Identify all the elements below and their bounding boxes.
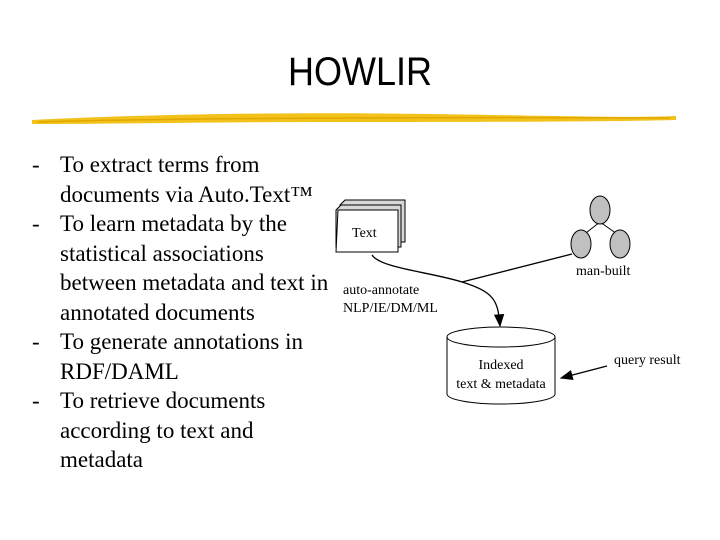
auto-annotate-methods-label: NLP/IE/DM/ML	[343, 301, 438, 316]
bullet-text: To learn metadata by the statistical ass…	[60, 211, 329, 325]
man-built-connector	[461, 253, 573, 283]
database-icon	[446, 326, 556, 405]
auto-annotate-label: auto-annotate	[343, 283, 420, 298]
bullet-dash: -	[32, 329, 40, 354]
bullet-item: -To generate annotations in RDF/DAML	[32, 327, 332, 386]
bullet-dash: -	[32, 388, 40, 413]
bullet-item: -To extract terms from documents via Aut…	[32, 150, 332, 209]
bullet-text: To extract terms from documents via Auto…	[60, 152, 313, 207]
document-label: Text	[352, 226, 377, 241]
bullet-list: -To extract terms from documents via Aut…	[32, 150, 332, 475]
bullet-item: -To retrieve documents according to text…	[32, 386, 332, 475]
auto-annotate-connector	[371, 254, 505, 328]
database-label-line2: text & metadata	[456, 377, 546, 392]
query-result-arrow	[559, 365, 608, 381]
bullet-text: To generate annotations in RDF/DAML	[60, 329, 304, 384]
bullet-text: To retrieve documents according to text …	[60, 388, 266, 472]
bullet-item: -To learn metadata by the statistical as…	[32, 209, 332, 327]
document-stack-icon	[335, 199, 406, 253]
man-built-label: man-built	[576, 264, 631, 279]
bullet-dash: -	[32, 211, 40, 236]
database-label-line1: Indexed	[478, 358, 524, 373]
ontology-tree-icon	[570, 195, 631, 259]
query-result-label: query result	[614, 353, 681, 368]
title-underline	[32, 113, 676, 124]
slide-title: HOWLIR	[288, 50, 432, 94]
bullet-dash: -	[32, 152, 40, 177]
